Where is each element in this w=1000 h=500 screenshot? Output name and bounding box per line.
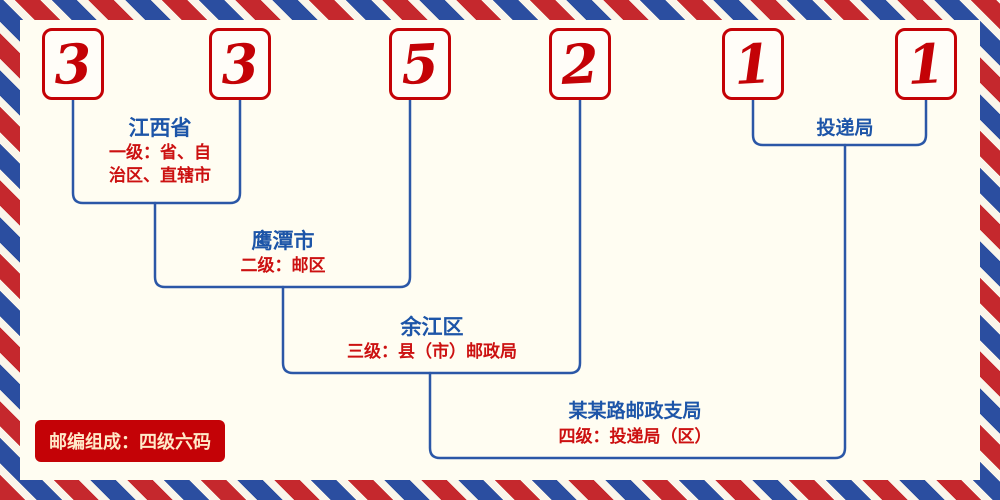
level4-place: 某某路邮政支局 (568, 400, 702, 422)
postal-digit-5: 1 (732, 31, 774, 97)
level1-desc-line1: 一级：省、自 (109, 143, 211, 163)
level3-desc: 三级：县（市）邮政局 (347, 342, 517, 362)
postal-digit-2: 3 (219, 31, 261, 97)
diagram-canvas: 3 3 5 2 1 1 江西省 一级：省、自 治区、直辖市 鹰潭市 二级：邮区 … (20, 20, 980, 480)
level2-desc: 二级：邮区 (240, 256, 326, 276)
postal-digit-3: 5 (399, 31, 441, 97)
postal-digit-box-6: 1 (895, 28, 957, 100)
postal-digit-box-4: 2 (549, 28, 611, 100)
postal-code-composition-badge: 邮编组成：四级六码 (35, 420, 225, 462)
level4-desc: 四级：投递局（区） (558, 427, 712, 447)
postal-digit-box-1: 3 (42, 28, 104, 100)
level3-place: 余江区 (400, 315, 464, 339)
postal-digit-1: 3 (52, 31, 94, 97)
level2-place: 鹰潭市 (251, 229, 315, 253)
level1-desc-line2: 治区、直辖市 (109, 166, 211, 186)
postal-digit-4: 2 (559, 31, 601, 97)
postal-digit-6: 1 (905, 31, 947, 97)
postal-digit-box-5: 1 (722, 28, 784, 100)
postal-digit-box-3: 5 (389, 28, 451, 100)
delivery-label: 投递局 (816, 117, 874, 139)
level1-place: 江西省 (128, 116, 192, 140)
postal-digit-box-2: 3 (209, 28, 271, 100)
